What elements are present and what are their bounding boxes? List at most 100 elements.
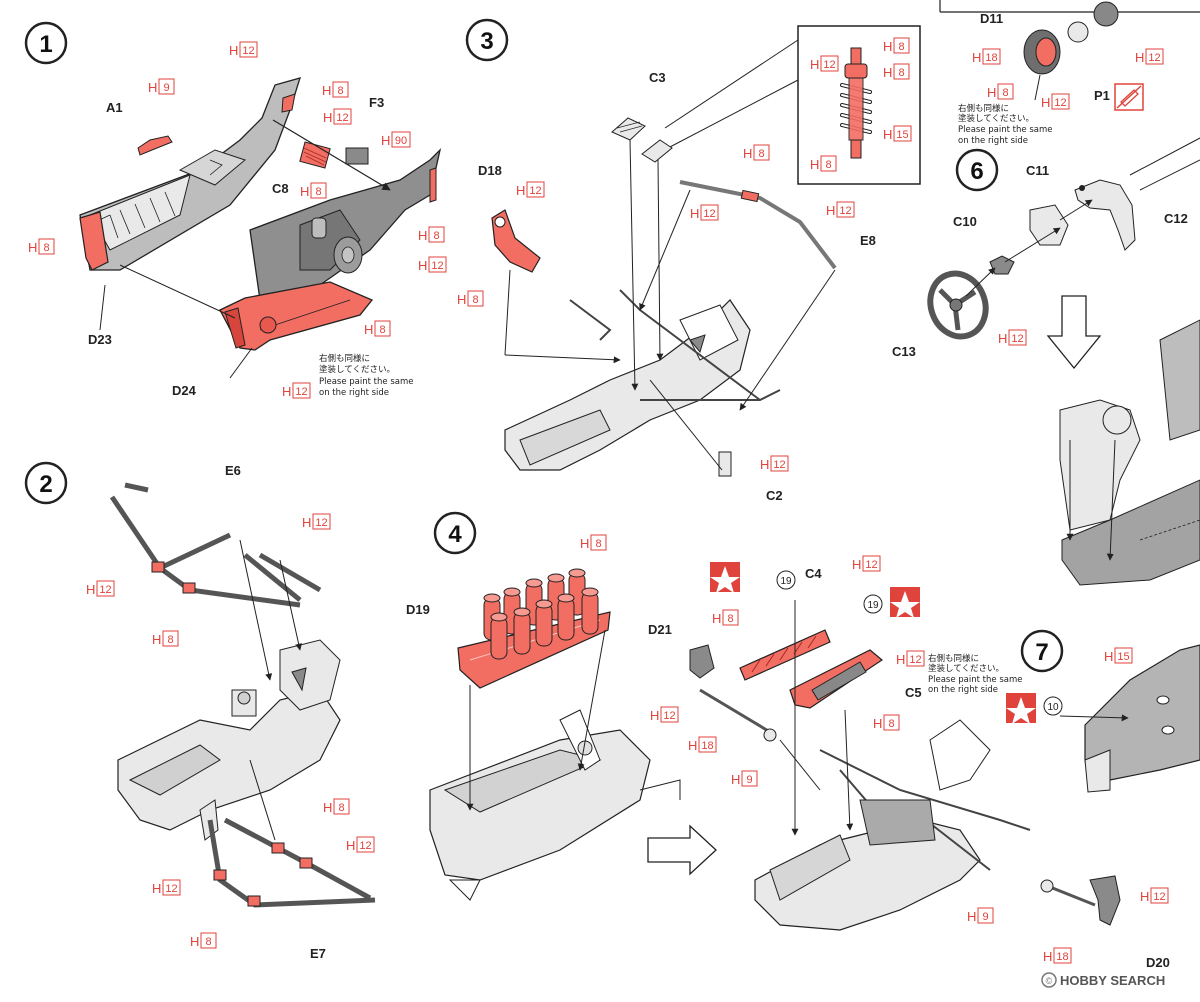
- svg-text:H: H: [381, 133, 390, 148]
- part-c5: C5: [905, 685, 922, 700]
- step5-d20-shaft: [1040, 875, 1121, 926]
- svg-text:H: H: [743, 146, 752, 161]
- svg-text:H: H: [152, 632, 161, 647]
- step5-c4-exhaust: [739, 629, 831, 681]
- svg-text:H: H: [826, 203, 835, 218]
- decal-19-b: [863, 594, 883, 614]
- paint-h18-s5b: H 18: [1043, 947, 1072, 964]
- paint-h8-s1b: H 8: [300, 182, 327, 199]
- svg-text:H: H: [688, 738, 697, 753]
- step4-trumpets-group: [483, 568, 599, 660]
- svg-text:12: 12: [336, 112, 348, 124]
- step-7-circle: [1020, 629, 1064, 673]
- step-1-circle: [24, 21, 68, 65]
- svg-text:H: H: [712, 611, 721, 626]
- svg-text:H: H: [322, 83, 331, 98]
- svg-text:H: H: [302, 515, 311, 530]
- intake-trumpet-mouth: [547, 573, 565, 583]
- svg-text:H: H: [516, 183, 525, 198]
- svg-text:8: 8: [315, 186, 321, 198]
- svg-text:8: 8: [898, 67, 904, 79]
- svg-text:10: 10: [1047, 702, 1059, 713]
- paint-h12-s2b: H 12: [86, 580, 115, 597]
- part-d21: D21: [648, 622, 672, 637]
- svg-text:H: H: [810, 157, 819, 172]
- svg-text:H: H: [229, 43, 238, 58]
- star-mark-a: [710, 562, 740, 593]
- step1-frame-drawing: [79, 77, 442, 351]
- svg-text:8: 8: [758, 148, 764, 160]
- svg-text:12: 12: [909, 654, 921, 666]
- paint-h12-s2d: H 12: [152, 879, 181, 896]
- svg-text:19: 19: [780, 576, 792, 587]
- d11-brake-disc: [1023, 1, 1119, 75]
- part-p1: P1: [1094, 88, 1110, 103]
- svg-text:8: 8: [472, 294, 478, 306]
- svg-text:Please paint the same: Please paint the same: [928, 675, 1022, 685]
- step-2: 2: [24, 461, 376, 961]
- svg-text:塗装してください。: 塗装してください。: [928, 663, 1004, 674]
- intake-trumpet: [490, 616, 508, 660]
- svg-text:H: H: [28, 240, 37, 255]
- svg-text:H: H: [580, 536, 589, 551]
- paint-h12-s2a: H 12: [302, 513, 331, 530]
- paint-h8-s1a: H 8: [322, 81, 349, 98]
- svg-text:90: 90: [395, 135, 407, 147]
- svg-text:右側も同様に: 右側も同様に: [319, 353, 370, 364]
- svg-text:H: H: [873, 716, 882, 731]
- step-7: 7 10 H 15: [1006, 629, 1200, 793]
- svg-text:12: 12: [529, 185, 541, 197]
- paint-h12-s5d: H 12: [1140, 887, 1169, 904]
- decal-19-a: [776, 570, 796, 590]
- svg-text:12: 12: [242, 45, 254, 57]
- svg-text:H: H: [883, 39, 892, 54]
- paint-h12-s1b: H 12: [323, 108, 352, 125]
- svg-text:H: H: [190, 934, 199, 949]
- step-3-circle: [465, 18, 509, 62]
- part-d20: D20: [1146, 955, 1170, 970]
- part-a1: A1: [106, 100, 123, 115]
- svg-text:8: 8: [379, 324, 385, 336]
- paint-h18-tr: H 18: [972, 48, 1001, 65]
- part-e8: E8: [860, 233, 876, 248]
- svg-text:H: H: [883, 127, 892, 142]
- step3-chassis: [504, 289, 781, 477]
- shock-absorber-detail: [840, 47, 872, 159]
- svg-text:8: 8: [727, 613, 733, 625]
- paint-h8-s3a: H 8: [743, 144, 770, 161]
- svg-text:12: 12: [165, 883, 177, 895]
- svg-text:H: H: [323, 110, 332, 125]
- step5-c5-exhaust: [789, 649, 884, 709]
- svg-text:9: 9: [746, 774, 752, 786]
- paint-h8-s5b: H 8: [873, 714, 900, 731]
- svg-text:H: H: [883, 65, 892, 80]
- svg-text:塗装してください。: 塗装してください。: [319, 364, 395, 375]
- svg-text:12: 12: [99, 584, 111, 596]
- paint-h12-tr-b: H 12: [1135, 48, 1164, 65]
- svg-text:H: H: [967, 909, 976, 924]
- part-c4: C4: [805, 566, 822, 581]
- svg-text:H: H: [364, 322, 373, 337]
- note-right-side-3: 右側も同様に 塗装してください。 Please paint the same o…: [958, 103, 1052, 146]
- paint-h12-s6: H 12: [998, 329, 1027, 346]
- paint-h12-s3d: H 12: [760, 455, 789, 472]
- svg-text:8: 8: [167, 634, 173, 646]
- step-6-number: 6: [970, 158, 983, 185]
- svg-text:8: 8: [888, 718, 894, 730]
- svg-text:H: H: [1041, 95, 1050, 110]
- step-1-number: 1: [39, 31, 52, 58]
- paint-h8-s5a: H 8: [712, 609, 739, 626]
- intake-trumpet: [557, 597, 575, 641]
- paint-h12-tr-a: H 12: [1041, 93, 1070, 110]
- paint-h8-box-b: H 8: [883, 63, 910, 80]
- step4-engine-block: [429, 709, 681, 901]
- part-e6: E6: [225, 463, 241, 478]
- svg-text:on the right side: on the right side: [958, 136, 1028, 146]
- svg-text:H: H: [731, 772, 740, 787]
- step3-e8-arm: [679, 180, 837, 270]
- step3-d18: [491, 209, 541, 273]
- svg-text:8: 8: [1002, 87, 1008, 99]
- part-d23: D23: [88, 332, 112, 347]
- svg-text:H: H: [650, 708, 659, 723]
- svg-text:8: 8: [825, 159, 831, 171]
